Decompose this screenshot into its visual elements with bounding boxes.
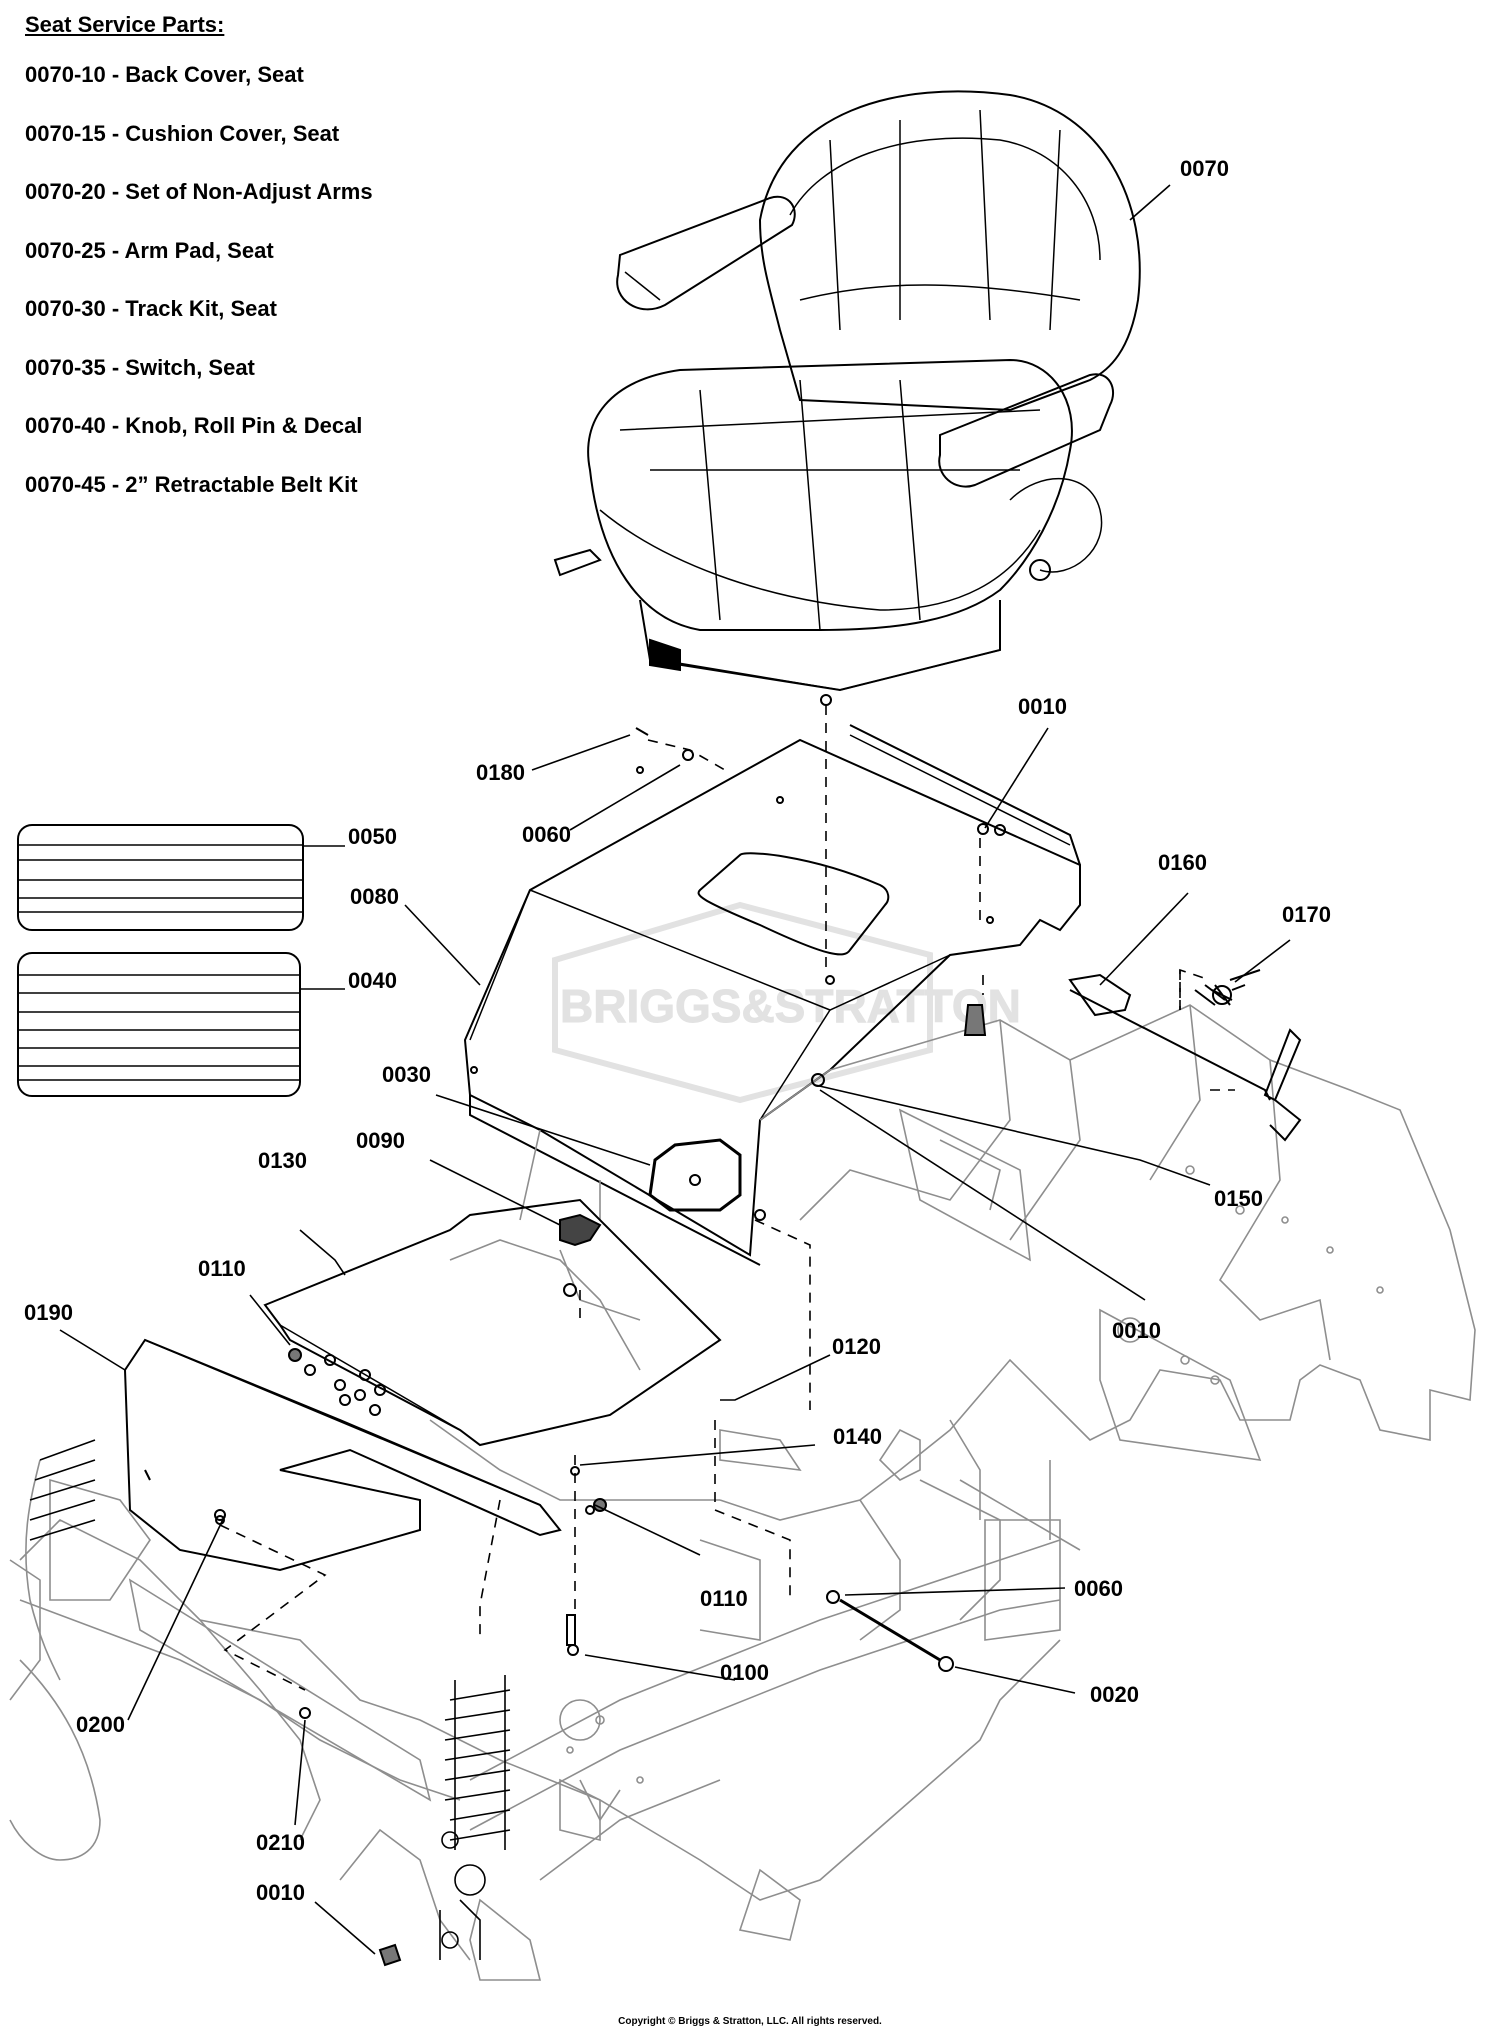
legend-item: 0070-45 - 2” Retractable Belt Kit bbox=[25, 471, 358, 497]
callout-0140: 0140 bbox=[833, 1424, 882, 1449]
legend-item: 0070-35 - Switch, Seat bbox=[25, 354, 255, 380]
callout-0120: 0120 bbox=[832, 1334, 881, 1359]
assembly-guide-lines bbox=[219, 705, 1235, 1691]
callout-0190: 0190 bbox=[24, 1300, 73, 1325]
decal-0030 bbox=[648, 1138, 742, 1212]
callout-0210: 0210 bbox=[256, 1830, 305, 1855]
bracket-0160 bbox=[1068, 973, 1302, 1102]
legend-list: 0070-10 - Back Cover, Seat 0070-15 - Cus… bbox=[25, 64, 373, 532]
copyright-notice: Copyright © Briggs & Stratton, LLC. All … bbox=[618, 2016, 882, 2027]
brand-watermark: BRIGGS&STRATTON bbox=[552, 901, 1021, 1104]
spring-0170 bbox=[1211, 984, 1246, 1006]
watermark-text: BRIGGS&STRATTON bbox=[560, 980, 1021, 1032]
seat-pan-0080 bbox=[463, 724, 1081, 1266]
callout-0020: 0020 bbox=[1090, 1682, 1139, 1707]
callout-0060-bottom: 0060 bbox=[1074, 1576, 1123, 1601]
callout-0050: 0050 bbox=[348, 824, 397, 849]
chassis-suspension bbox=[9, 1459, 1061, 1981]
legend-item: 0070-40 - Knob, Roll Pin & Decal bbox=[25, 413, 363, 438]
tractor-frame bbox=[429, 1004, 1476, 1641]
callout-0110-right: 0110 bbox=[700, 1586, 748, 1611]
leader-lines bbox=[59, 184, 1291, 1955]
legend-item: 0070-25 - Arm Pad, Seat bbox=[25, 237, 274, 263]
callout-0010-top: 0010 bbox=[1018, 694, 1067, 719]
floor-pan-0190 bbox=[123, 1338, 595, 1572]
coil-springs bbox=[29, 1439, 511, 1960]
callout-0030: 0030 bbox=[382, 1062, 431, 1087]
callout-0090: 0090 bbox=[356, 1128, 405, 1153]
callout-0160: 0160 bbox=[1158, 850, 1207, 875]
floor-plate-0130 bbox=[263, 1198, 722, 1447]
seat-service-parts-legend: Seat Service Parts: 0070-10 - Back Cover… bbox=[25, 12, 373, 532]
callout-0150: 0150 bbox=[1214, 1186, 1263, 1211]
callout-0010-mid: 0010 bbox=[1112, 1318, 1161, 1343]
callout-0010-bottom: 0010 bbox=[256, 1880, 305, 1905]
callout-0080: 0080 bbox=[350, 884, 399, 909]
legend-item: 0070-10 - Back Cover, Seat bbox=[25, 62, 304, 87]
callout-0110-left: 0110 bbox=[198, 1256, 246, 1281]
legend-title: Seat Service Parts: bbox=[25, 12, 225, 37]
seat-assembly-0070 bbox=[553, 90, 1141, 706]
decal-0040 bbox=[17, 952, 301, 1097]
legend-item: 0070-20 - Set of Non-Adjust Arms bbox=[25, 179, 373, 204]
legend-item: 0070-30 - Track Kit, Seat bbox=[25, 296, 277, 321]
hardware-fasteners bbox=[214, 727, 1302, 1967]
callout-0070: 0070 bbox=[1180, 156, 1229, 181]
callout-0040: 0040 bbox=[348, 968, 397, 993]
callout-0100: 0100 bbox=[720, 1660, 769, 1685]
callout-0060-top: 0060 bbox=[522, 822, 571, 847]
callout-0170: 0170 bbox=[1282, 902, 1331, 927]
legend-item: 0070-15 - Cushion Cover, Seat bbox=[25, 120, 340, 146]
callout-0130: 0130 bbox=[258, 1148, 307, 1173]
callout-0180: 0180 bbox=[476, 760, 525, 785]
decal-0050 bbox=[17, 824, 304, 931]
callout-0200: 0200 bbox=[76, 1712, 125, 1737]
